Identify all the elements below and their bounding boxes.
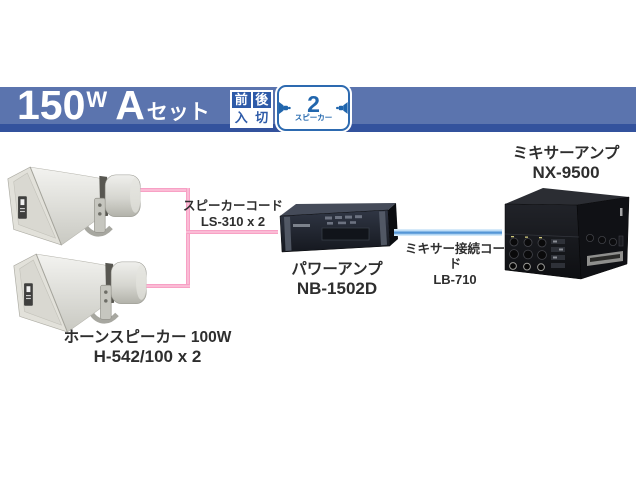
speaker-cord-line-bottom [140,284,190,288]
speaker-cord-line-top [136,188,190,192]
power-amp-name: パワーアンプ [291,261,383,278]
mixer-amp-name: ミキサーアンプ [512,145,620,162]
horn-speaker-name: ホーンスピーカー 100W [63,329,232,346]
speaker-cord-line-to-amp [186,230,278,234]
speaker-cord-label: スピーカーコード LS-310 x 2 [183,199,283,229]
title-watts: 150 [17,82,86,128]
mixer-amp-unit [504,188,630,280]
title-set-letter: A [115,82,145,128]
front-rear-onoff-badge: 前 後 入 切 [230,90,273,128]
speaker-count-label: スピーカー [294,112,333,122]
badge-char-off: 切 [252,110,271,126]
power-amp-model: NB-1502D [296,279,378,299]
mixer-amp-model: NX-9500 [532,163,600,183]
title-set-suffix: セット [146,101,210,124]
horn-right-icon [336,102,348,114]
badge-char-on: 入 [232,110,251,126]
speaker-count-number: 2 [307,90,320,117]
speaker-count-badge: 2 スピーカー [277,85,350,131]
speaker-cord-model: LS-310 x 2 [200,213,266,229]
horn-speaker-model: H-542/100 x 2 [93,347,202,367]
mixer-cord-model: LB-710 [433,271,477,287]
power-amp-label: パワーアンプ NB-1502D [272,261,402,299]
speaker-cord-name: スピーカーコード [183,199,284,213]
speaker-count-text: 2 スピーカー [294,90,333,122]
title-watt-unit: W [86,87,108,112]
horn-speaker-2 [8,253,154,336]
horn-speaker-label: ホーンスピーカー 100W H-542/100 x 2 [30,329,265,367]
horn-left-icon [279,102,291,114]
power-amp-unit [279,203,398,253]
badge-char-front: 前 [232,92,251,108]
mixer-cord-line [394,229,502,236]
mixer-amp-label: ミキサーアンプ NX-9500 [500,145,632,183]
horn-speaker-1 [2,166,148,249]
mixer-cord-label: ミキサー接続コード LB-710 [400,242,510,287]
speaker-cord-line-vertical [186,188,190,288]
badge-char-rear: 後 [252,92,271,108]
mixer-cord-name: ミキサー接続コード [404,242,505,271]
